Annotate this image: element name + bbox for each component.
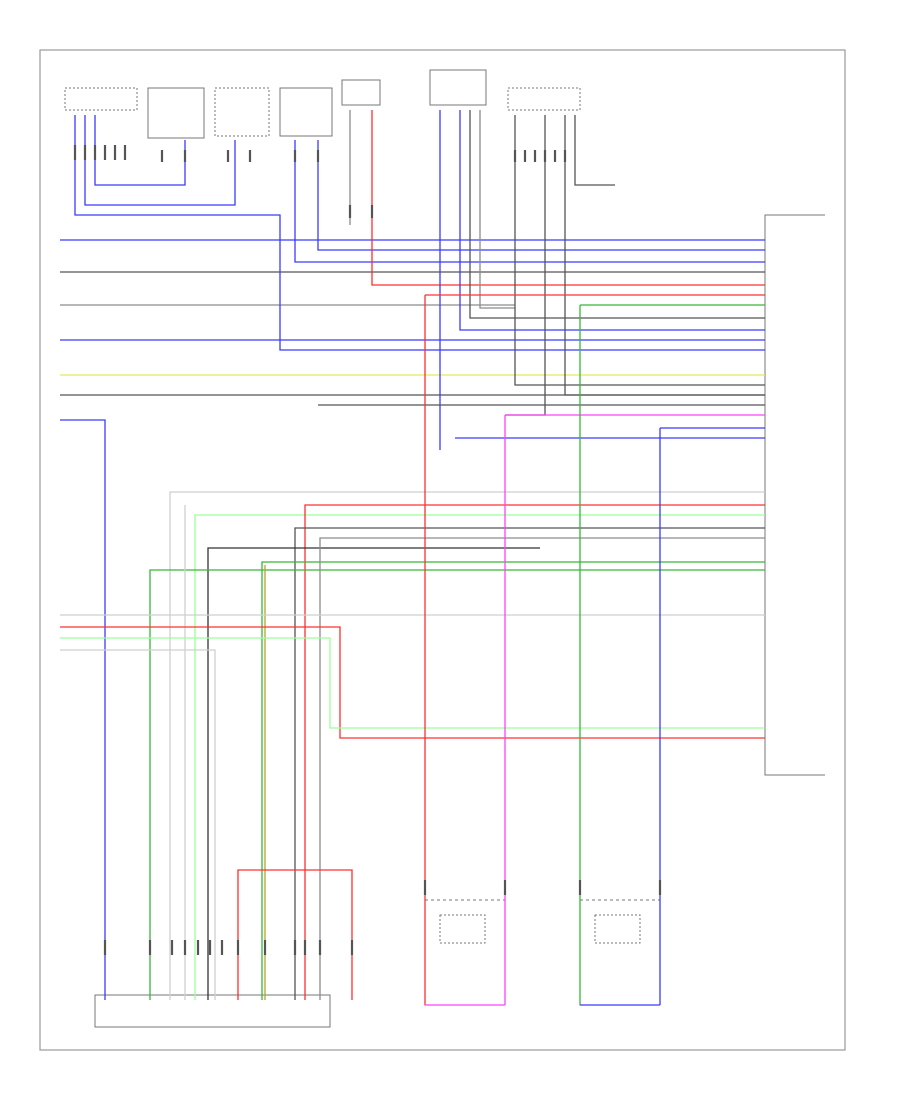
wire-l6	[149, 569, 765, 1000]
wire-c4-b	[317, 140, 765, 251]
wire-l2	[194, 514, 765, 1000]
right-door-speaker	[594, 914, 641, 944]
wire-c1-b	[84, 115, 236, 206]
top-components	[64, 69, 581, 139]
wire-c4-a	[294, 140, 765, 263]
wire-left-3	[60, 637, 765, 729]
pin-group	[73, 145, 662, 955]
diagram-frame	[39, 49, 846, 1051]
wire-l5	[207, 547, 540, 1000]
wire-c7-d	[574, 115, 615, 186]
left-tweeter-box	[424, 899, 506, 1006]
radio-connector	[94, 994, 331, 1028]
wire-left-2	[60, 626, 765, 739]
component-c2	[147, 87, 205, 139]
wire-c6-b	[459, 110, 765, 331]
wire-radio-loop	[237, 869, 353, 1000]
component-c1	[64, 87, 138, 111]
bottom-components	[94, 899, 661, 1028]
wire-group	[60, 110, 765, 1006]
wire-left-4	[60, 649, 216, 1000]
wire-c7-c	[564, 115, 765, 396]
wire-c7-a	[514, 115, 765, 386]
component-c5	[341, 79, 381, 106]
wire-c6-c	[469, 110, 765, 319]
wire-left-blue	[60, 419, 106, 1000]
component-c4	[279, 87, 333, 137]
left-door-speaker	[439, 914, 486, 944]
right-tweeter-box	[579, 899, 661, 1006]
wire-c1-c	[94, 115, 186, 186]
wire-c6-d	[479, 110, 515, 309]
wire-l3	[304, 504, 765, 1000]
component-c3	[214, 87, 270, 137]
wire-c1-a	[74, 115, 765, 351]
stereo-component	[764, 214, 825, 776]
wire-l1	[169, 491, 765, 1000]
component-c6	[429, 69, 487, 106]
wire-l8	[319, 537, 765, 1000]
wire-l4	[294, 527, 765, 1000]
wire-l7	[261, 561, 765, 1000]
wire-c5-a	[371, 110, 765, 286]
component-c7	[507, 87, 581, 111]
stereo-box-outline	[764, 214, 825, 776]
